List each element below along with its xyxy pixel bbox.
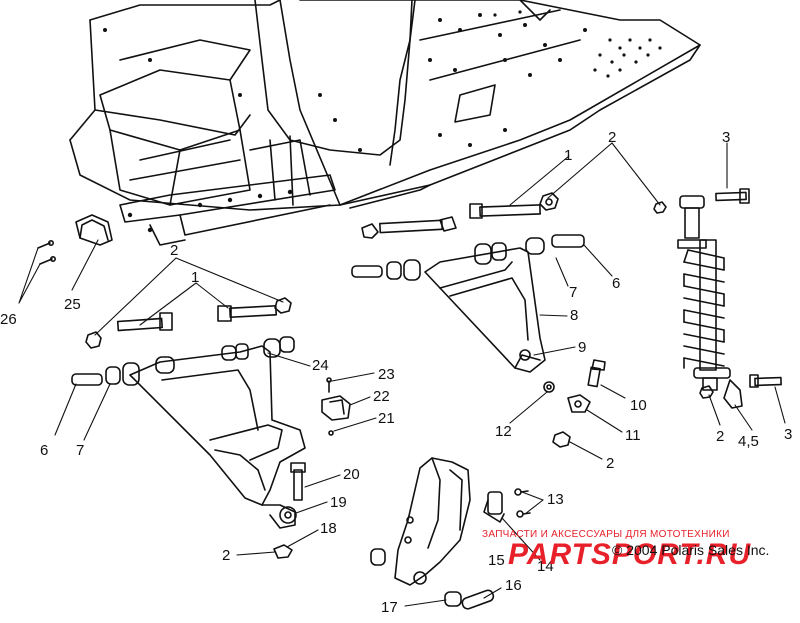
washer-part-12: [543, 381, 555, 393]
nut-part-2-right: [539, 192, 559, 211]
nut-part-9: [519, 349, 531, 361]
pin-part-14: [483, 491, 505, 523]
callout-22: 22: [373, 388, 390, 405]
callout-13: 13: [547, 491, 564, 508]
screws-part-26: [37, 240, 56, 265]
bushings-lower-left: [71, 336, 295, 386]
bushing-small-part-15: [370, 548, 386, 566]
copyright-notice: © 2004 Polaris Sales Inc.: [612, 542, 770, 558]
callout-25: 25: [64, 296, 81, 313]
callout-2-upper: 2: [608, 129, 617, 146]
a-arm-upper-part-8: [424, 247, 546, 373]
callout-9: 9: [578, 339, 587, 356]
bushings-upper-right: [351, 234, 585, 281]
nut-part-2-left: [85, 297, 292, 349]
leader-lines: [18, 142, 786, 607]
spindle-bracket-part-15: [394, 457, 471, 586]
watermark-logo: PARTSPORT.RU: [508, 538, 752, 571]
callout-1-upper: 1: [564, 147, 573, 164]
callout-21: 21: [378, 410, 395, 427]
a-arm-lower-part-24: [129, 345, 306, 529]
callout-12: 12: [495, 423, 512, 440]
callout-3-bottom: 3: [784, 426, 793, 443]
bolt-part-20: [290, 462, 306, 501]
callout-1-left: 1: [191, 269, 200, 286]
bolt-part-10: [587, 359, 606, 388]
callout-19: 19: [330, 494, 347, 511]
block-part-22: [321, 395, 351, 421]
callout-16: 16: [505, 577, 522, 594]
bumper-block-part-25: [75, 214, 113, 246]
screws-part-13: [514, 488, 531, 518]
spindle-part-19: [279, 506, 297, 524]
callout-3-top: 3: [722, 129, 731, 146]
callout-8: 8: [570, 307, 579, 324]
bushing-part-17: [444, 591, 462, 607]
callout-2-shock: 2: [716, 428, 725, 445]
callout-24: 24: [312, 357, 329, 374]
nut-part-2-shock: [699, 385, 714, 399]
screw-part-23: [326, 377, 332, 393]
callout-17: 17: [381, 599, 398, 616]
callout-2-mid: 2: [606, 455, 615, 472]
callout-18: 18: [320, 520, 337, 537]
ball-joint-part-11: [567, 394, 591, 413]
callout-23: 23: [378, 366, 395, 383]
callout-15: 15: [488, 552, 505, 569]
callout-10: 10: [630, 397, 647, 414]
pin-part-16: [461, 589, 495, 610]
bolt-part-1-right: [469, 203, 541, 219]
bolt-part-3-top: [715, 188, 750, 204]
callout-4-5: 4,5: [738, 433, 759, 450]
callout-14: 14: [537, 558, 554, 575]
callout-11: 11: [625, 427, 641, 444]
callout-26: 26: [0, 311, 17, 328]
callout-20: 20: [343, 466, 360, 483]
nut-part-2-lower: [552, 431, 571, 448]
bolt-part-3-bottom: [749, 374, 782, 388]
bolts-part-1-left: [116, 305, 278, 332]
callout-2-bottom: 2: [222, 547, 231, 564]
nut-small-part-2-top: [653, 201, 667, 214]
callout-6-right: 6: [612, 275, 621, 292]
chassis-frame: [69, 0, 701, 246]
callout-2-left: 2: [170, 242, 179, 259]
pivot-shaft-upper: [361, 216, 457, 239]
callout-6-left: 6: [40, 442, 49, 459]
screw-part-21: [328, 430, 334, 436]
callout-7-right: 7: [569, 284, 578, 301]
watermark-tagline: ЗАПЧАСТИ И АКСЕССУАРЫ ДЛЯ МОТОТЕХНИКИ: [482, 529, 730, 540]
callout-7-left: 7: [76, 442, 85, 459]
washer-part-18: [273, 544, 293, 559]
shock-absorber-part-4-5: [677, 195, 743, 409]
